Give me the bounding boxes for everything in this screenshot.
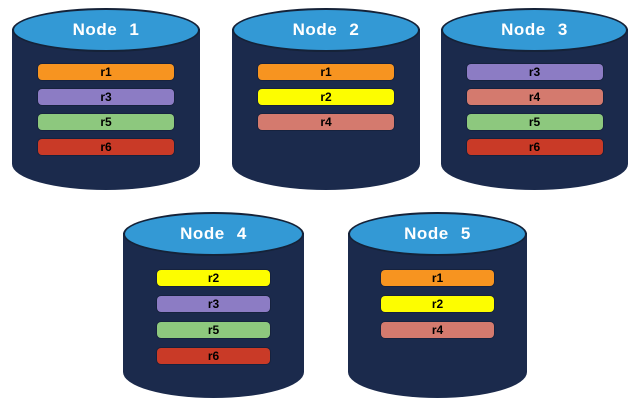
range-label: r2 <box>431 297 444 311</box>
range-bar-r4: r4 <box>381 322 494 338</box>
range-label: r1 <box>431 271 444 285</box>
range-bar-r2: r2 <box>381 296 494 312</box>
range-bar-r6: r6 <box>38 139 174 155</box>
range-list: r1 r3 r5 r6 <box>12 64 200 155</box>
range-label: r3 <box>528 65 541 79</box>
range-list: r3 r4 r5 r6 <box>441 64 628 155</box>
db-node-5: r1 r2 r4 Node 5 <box>348 212 527 398</box>
node-title: Node 4 <box>180 223 247 243</box>
cylinder-top: Node 3 <box>441 8 628 52</box>
node-title: Node 1 <box>72 19 140 39</box>
db-node-4: r2 r3 r5 r6 Node 4 <box>123 212 304 398</box>
range-bar-r1: r1 <box>258 64 394 80</box>
cylinder-top: Node 1 <box>12 8 200 52</box>
range-bar-r6: r6 <box>157 348 270 364</box>
range-bar-r3: r3 <box>466 64 603 80</box>
range-label: r5 <box>207 323 220 337</box>
db-node-1: r1 r3 r5 r6 Node 1 <box>12 8 200 190</box>
range-list: r1 r2 r4 <box>232 64 420 130</box>
range-label: r1 <box>100 65 112 79</box>
cylinder-top: Node 2 <box>232 8 420 52</box>
range-label: r4 <box>431 323 444 337</box>
cylinder-body <box>232 29 420 190</box>
range-label: r5 <box>528 115 541 129</box>
range-label: r6 <box>100 140 112 154</box>
cylinder-body <box>441 29 628 190</box>
range-list: r2 r3 r5 r6 <box>123 270 304 364</box>
cylinder-body <box>348 233 527 398</box>
node-title: Node 2 <box>292 19 360 39</box>
range-label: r2 <box>207 271 220 285</box>
db-node-2: r1 r2 r4 Node 2 <box>232 8 420 190</box>
cylinder-body <box>12 29 200 190</box>
db-node-3: r3 r4 r5 r6 Node 3 <box>441 8 628 190</box>
range-bar-r5: r5 <box>157 322 270 338</box>
cylinder-top: Node 4 <box>123 212 304 256</box>
range-label: r3 <box>207 297 220 311</box>
range-label: r6 <box>207 349 220 363</box>
range-bar-r1: r1 <box>381 270 494 286</box>
cylinder-top: Node 5 <box>348 212 527 256</box>
range-bar-r4: r4 <box>466 89 603 105</box>
range-bar-r2: r2 <box>157 270 270 286</box>
range-bar-r5: r5 <box>38 114 174 130</box>
range-label: r1 <box>320 65 332 79</box>
range-bar-r4: r4 <box>258 114 394 130</box>
node-title: Node 3 <box>501 19 568 39</box>
range-label: r4 <box>528 90 541 104</box>
range-bar-r3: r3 <box>157 296 270 312</box>
range-bar-r5: r5 <box>466 114 603 130</box>
range-label: r3 <box>100 90 112 104</box>
range-label: r5 <box>100 115 112 129</box>
range-bar-r1: r1 <box>38 64 174 80</box>
node-title: Node 5 <box>404 223 471 243</box>
range-bar-r3: r3 <box>38 89 174 105</box>
cylinder-body <box>123 233 304 398</box>
range-bar-r6: r6 <box>466 139 603 155</box>
range-label: r4 <box>320 115 332 129</box>
range-list: r1 r2 r4 <box>348 270 527 338</box>
range-label: r2 <box>320 90 332 104</box>
range-bar-r2: r2 <box>258 89 394 105</box>
range-label: r6 <box>528 140 541 154</box>
